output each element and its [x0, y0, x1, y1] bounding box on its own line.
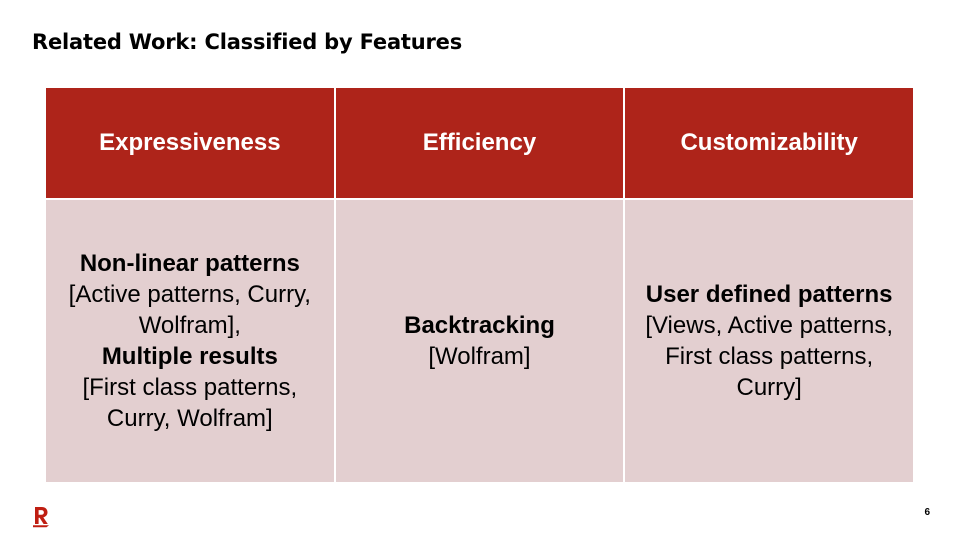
header-efficiency: Efficiency	[333, 86, 626, 200]
feature-references: [First class patterns,	[82, 374, 298, 401]
slide-title: Related Work: Classified by Features	[32, 30, 463, 54]
feature-references: Curry]	[736, 374, 802, 401]
header-customizability: Customizability	[623, 86, 915, 200]
feature-references: [Wolfram]	[428, 343, 531, 370]
feature-references: First class patterns,	[665, 343, 874, 370]
table-header-row: Expressiveness Efficiency Customizabilit…	[44, 86, 915, 200]
feature-name: Backtracking	[404, 312, 555, 339]
feature-references: Wolfram],	[138, 312, 241, 339]
page-number: 6	[924, 507, 930, 518]
feature-name: Non-linear patterns	[79, 250, 300, 277]
cell-efficiency: Backtracking [Wolfram]	[333, 198, 626, 484]
features-table: Expressiveness Efficiency Customizabilit…	[44, 86, 915, 484]
cell-expressiveness: Non-linear patterns [Active patterns, Cu…	[44, 198, 336, 484]
table-row: Non-linear patterns [Active patterns, Cu…	[44, 198, 915, 484]
feature-references: [Active patterns, Curry,	[68, 281, 311, 308]
header-expressiveness: Expressiveness	[44, 86, 336, 200]
cell-customizability: User defined patterns [Views, Active pat…	[623, 198, 915, 484]
rakuten-r-logo-icon	[33, 507, 49, 528]
feature-name: User defined patterns	[645, 281, 893, 308]
feature-name: Multiple results	[101, 343, 278, 370]
feature-references: [Views, Active patterns,	[645, 312, 893, 339]
feature-references: Curry, Wolfram]	[106, 405, 273, 432]
